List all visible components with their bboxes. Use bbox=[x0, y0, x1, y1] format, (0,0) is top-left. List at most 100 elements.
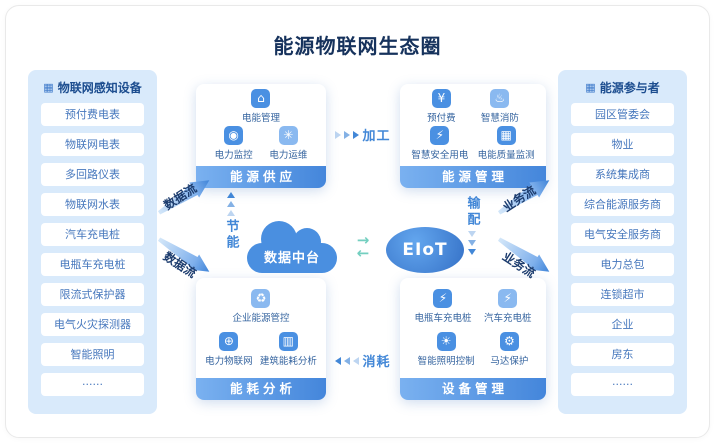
power-maintenance-icon: ✳ bbox=[278, 125, 298, 145]
chevron-down-icon bbox=[468, 249, 476, 255]
power-iot-globe-icon: ⊕ bbox=[219, 331, 239, 351]
feature-label: 智慧安全用电 bbox=[411, 149, 469, 161]
feature-label: 电力运维 bbox=[269, 149, 308, 161]
box-title-device-management: 设备管理 bbox=[400, 378, 546, 400]
businessflow-arrow-icon bbox=[494, 171, 557, 222]
device-item: 物联网电表 bbox=[41, 133, 144, 156]
prepaid-icon: ¥ bbox=[431, 89, 451, 109]
feature-item: ◉ 电力监控 bbox=[214, 125, 253, 161]
feature-item: ⚡ 汽车充电桩 bbox=[484, 289, 532, 324]
feature-item: ▥ 建筑能耗分析 bbox=[260, 331, 317, 367]
flow-label: 输配 bbox=[464, 196, 480, 228]
device-item-ellipsis: ······ bbox=[41, 373, 144, 396]
participant-item: 电气安全服务商 bbox=[571, 223, 674, 246]
flow-label: 节能 bbox=[223, 219, 239, 251]
eiot-node: EIoT bbox=[386, 227, 464, 273]
lighting-control-icon: ☀ bbox=[436, 331, 456, 351]
feature-item: ♨ 智慧消防 bbox=[481, 89, 519, 124]
enterprise-energy-icon: ♻ bbox=[251, 289, 271, 309]
dataflow-arrow-icon bbox=[154, 171, 217, 222]
participant-item: 综合能源服务商 bbox=[571, 193, 674, 216]
iot-devices-panel-header: ▦ 物联网感知设备 bbox=[28, 70, 157, 96]
chevron-left-icon bbox=[344, 356, 351, 365]
feature-item: ¥ 预付费 bbox=[427, 89, 456, 124]
box-content: ¥ 预付费 ♨ 智慧消防 ⚡ 智慧安全用电 ▦ 电能质量监测 bbox=[400, 84, 546, 166]
chevron-right-icon bbox=[344, 130, 351, 139]
participant-item: 连锁超市 bbox=[571, 283, 674, 306]
feature-item: ✳ 电力运维 bbox=[269, 125, 308, 161]
feature-label: 电能管理 bbox=[241, 113, 280, 125]
feature-label: 预付费 bbox=[427, 113, 456, 125]
box-content: ⚡ 电瓶车充电桩 ⚡ 汽车充电桩 ☀ 智能照明控制 ⚙ 马达保护 bbox=[400, 278, 546, 378]
safe-power-icon: ⚡ bbox=[430, 125, 450, 145]
chevron-up-icon bbox=[227, 210, 235, 216]
fire-safety-shield-icon: ♨ bbox=[490, 89, 510, 109]
participant-item-ellipsis: ······ bbox=[571, 373, 674, 396]
iot-devices-panel: ▦ 物联网感知设备 预付费电表 物联网电表 多回路仪表 物联网水表 汽车充电桩 … bbox=[28, 70, 157, 414]
box-title-energy-management: 能源管理 bbox=[400, 166, 546, 188]
box-title-energy-supply: 能源供应 bbox=[196, 166, 326, 188]
device-management-box: ⚡ 电瓶车充电桩 ⚡ 汽车充电桩 ☀ 智能照明控制 ⚙ 马达保护 设备管理 bbox=[400, 278, 546, 400]
feature-item: ♻ 企业能源管控 bbox=[232, 289, 290, 324]
participant-item: 电力总包 bbox=[571, 253, 674, 276]
feature-item: ☀ 智能照明控制 bbox=[417, 331, 475, 367]
box-content: ⌂ 电能管理 ◉ 电力监控 ✳ 电力运维 bbox=[196, 84, 326, 166]
chevron-up-icon bbox=[227, 192, 235, 198]
feature-label: 马达保护 bbox=[490, 355, 529, 367]
device-item: 多回路仪表 bbox=[41, 163, 144, 186]
feature-label: 电瓶车充电桩 bbox=[414, 313, 472, 325]
car-charging-icon: ⚡ bbox=[498, 289, 518, 309]
device-item: 电瓶车充电桩 bbox=[41, 253, 144, 276]
building-analysis-icon: ▥ bbox=[278, 331, 298, 351]
device-item: 物联网水表 bbox=[41, 193, 144, 216]
participant-item: 园区管委会 bbox=[571, 103, 674, 126]
participant-item: 物业 bbox=[571, 133, 674, 156]
power-quality-chart-icon: ▦ bbox=[496, 125, 516, 145]
feature-label: 汽车充电桩 bbox=[483, 313, 532, 325]
flow-distribution: 输配 bbox=[464, 196, 480, 255]
flow-label: 加工 bbox=[362, 129, 391, 144]
box-content: ♻ 企业能源管控 ⊕ 电力物联网 ▥ 建筑能耗分析 bbox=[196, 278, 326, 378]
page-title: 能源物联网生态圈 bbox=[273, 34, 442, 58]
energy-management-icon: ⌂ bbox=[251, 89, 271, 109]
motor-protection-gear-icon: ⚙ bbox=[499, 331, 519, 351]
feature-label: 电力监控 bbox=[214, 149, 253, 161]
participant-list: 园区管委会 物业 系统集成商 综合能源服务商 电气安全服务商 电力总包 连锁超市… bbox=[558, 103, 687, 396]
device-item: 智能照明 bbox=[41, 343, 144, 366]
arrow-right-icon: → bbox=[356, 231, 370, 249]
chevron-right-icon bbox=[353, 130, 360, 139]
chevron-up-icon bbox=[227, 201, 235, 207]
power-monitor-icon: ◉ bbox=[224, 125, 244, 145]
device-item: 电气火灾探测器 bbox=[41, 313, 144, 336]
panel-header-label: 能源参与者 bbox=[599, 81, 660, 95]
grid-icon: ▦ bbox=[585, 81, 596, 94]
arrow-left-icon: ← bbox=[356, 244, 370, 262]
energy-analysis-box: ♻ 企业能源管控 ⊕ 电力物联网 ▥ 建筑能耗分析 能耗分析 bbox=[196, 278, 326, 400]
device-item: 限流式保护器 bbox=[41, 283, 144, 306]
ebike-charging-icon: ⚡ bbox=[433, 289, 453, 309]
feature-item: ⚡ 电瓶车充电桩 bbox=[414, 289, 472, 325]
chevron-left-icon bbox=[353, 356, 360, 365]
participant-item: 企业 bbox=[571, 313, 674, 336]
feature-item: ⚙ 马达保护 bbox=[490, 331, 529, 367]
feature-label: 智能照明控制 bbox=[417, 355, 475, 367]
energy-participants-panel-header: ▦ 能源参与者 bbox=[558, 70, 687, 96]
box-title-energy-analysis: 能耗分析 bbox=[196, 378, 326, 400]
flow-energy-saving: 节能 bbox=[223, 192, 239, 251]
exchange-arrows-icon: → ← bbox=[344, 231, 382, 262]
iot-device-list: 预付费电表 物联网电表 多回路仪表 物联网水表 汽车充电桩 电瓶车充电桩 限流式… bbox=[28, 103, 157, 396]
flow-label: 消耗 bbox=[362, 355, 391, 370]
feature-label: 电能质量监测 bbox=[477, 149, 535, 161]
flow-processing: 加工 bbox=[326, 125, 400, 144]
feature-item: ⚡ 智慧安全用电 bbox=[411, 125, 469, 161]
participant-item: 系统集成商 bbox=[571, 163, 674, 186]
chevron-right-icon bbox=[335, 130, 342, 139]
flow-consumption: 消耗 bbox=[326, 351, 400, 370]
participant-item: 房东 bbox=[571, 343, 674, 366]
feature-item: ⌂ 电能管理 bbox=[242, 89, 280, 124]
feature-label: 智慧消防 bbox=[480, 113, 519, 125]
energy-supply-box: ⌂ 电能管理 ◉ 电力监控 ✳ 电力运维 能源供应 bbox=[196, 84, 326, 188]
energy-management-box: ¥ 预付费 ♨ 智慧消防 ⚡ 智慧安全用电 ▦ 电能质量监测 能源管理 bbox=[400, 84, 546, 188]
device-item: 汽车充电桩 bbox=[41, 223, 144, 246]
feature-item: ⊕ 电力物联网 bbox=[205, 331, 253, 367]
